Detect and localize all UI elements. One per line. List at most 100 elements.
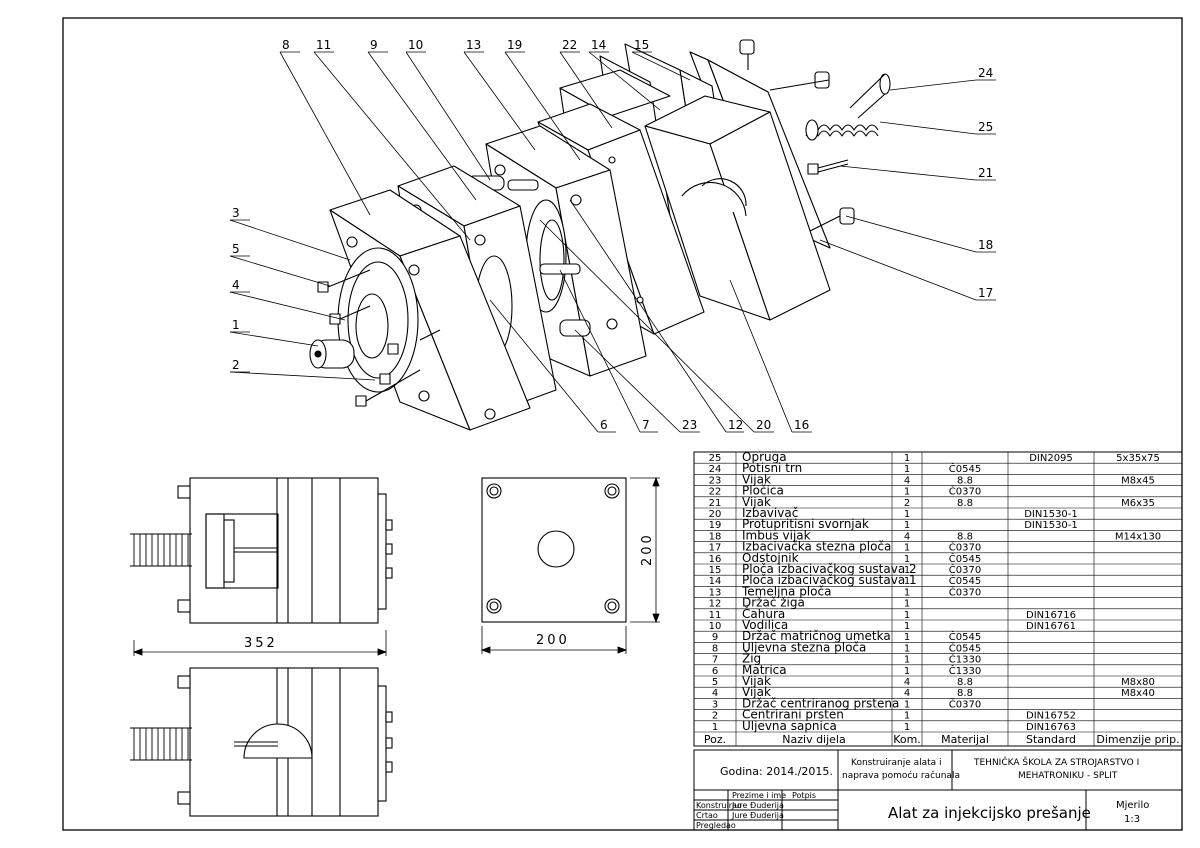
callout-number: 8 <box>282 38 290 52</box>
parts-cell-mat: Č0545 <box>949 462 981 475</box>
parts-cell-kom: 4 <box>904 688 910 699</box>
parts-cell-name: Izbavivač <box>742 506 798 520</box>
parts-cell-dim: M14x130 <box>1115 531 1161 542</box>
callout-leader <box>729 279 793 433</box>
part-16-spacer <box>644 95 831 321</box>
callout-leader <box>229 219 351 261</box>
callout-leader <box>588 51 661 111</box>
parts-cell-poz: 19 <box>709 520 722 531</box>
callout-number: 13 <box>466 38 481 52</box>
parts-cell-mat: Č0545 <box>949 574 981 587</box>
parts-cell-poz: 8 <box>712 643 718 654</box>
parts-cell-std: DIN1530-1 <box>1024 509 1078 520</box>
parts-cell-kom: 4 <box>904 677 910 688</box>
callout-leader <box>367 51 477 201</box>
parts-cell-kom: 1 <box>904 643 910 654</box>
side-view-spring <box>130 533 192 567</box>
parts-cell-name: Uljevna stezna ploča <box>742 640 866 654</box>
callout-leader <box>559 269 641 433</box>
callout-number: 14 <box>591 38 606 52</box>
callout-leader <box>839 165 977 181</box>
parts-cell-poz: 11 <box>709 610 722 621</box>
part-21-screw <box>807 159 849 175</box>
side-view-2-spring <box>130 727 192 761</box>
parts-cell-kom: 1 <box>904 576 910 587</box>
parts-header-standard: Standard <box>1026 733 1076 746</box>
crtao-name: Jure Đuderija <box>731 811 784 820</box>
parts-cell-kom: 1 <box>904 543 910 554</box>
title-block <box>693 749 1183 831</box>
parts-cell-mat: Č0370 <box>949 485 981 498</box>
parts-cell-poz: 6 <box>712 666 718 677</box>
parts-cell-poz: 2 <box>712 711 718 722</box>
callout-leader <box>889 79 977 91</box>
callout-leader <box>539 219 755 433</box>
parts-cell-poz: 10 <box>709 621 722 632</box>
parts-cell-dim: M8x40 <box>1121 688 1155 699</box>
callout-number: 16 <box>794 418 809 432</box>
parts-cell-std: DIN16763 <box>1026 722 1076 733</box>
part-24-push-pin <box>849 73 891 119</box>
parts-cell-std: DIN2095 <box>1029 453 1073 464</box>
parts-cell-kom: 1 <box>904 666 910 677</box>
callout-number: 21 <box>978 166 993 180</box>
callout-leader <box>313 51 471 241</box>
parts-cell-mat: 8.8 <box>957 677 973 688</box>
parts-cell-mat: Č1330 <box>949 664 981 677</box>
parts-cell-mat: Č0545 <box>949 641 981 654</box>
parts-cell-kom: 1 <box>904 599 910 610</box>
exploded-assembly-view <box>309 39 891 431</box>
dimension-352 <box>132 630 388 656</box>
parts-cell-poz: 20 <box>709 509 722 520</box>
side-view-exterior <box>177 667 393 817</box>
parts-cell-kom: 1 <box>904 565 910 576</box>
callout-leader <box>229 371 376 381</box>
crtao-label: Crtao <box>696 811 718 820</box>
parts-cell-poz: 5 <box>712 677 718 688</box>
parts-cell-kom: 1 <box>904 711 910 722</box>
parts-cell-name: Imbus vijak <box>742 528 811 542</box>
parts-cell-dim: M8x80 <box>1121 677 1155 688</box>
parts-cell-poz: 18 <box>709 531 722 542</box>
parts-cell-kom: 4 <box>904 475 910 486</box>
callout-leader <box>489 299 599 433</box>
callout-leader <box>229 331 319 347</box>
dimension-200-horizontal <box>480 626 628 654</box>
parts-cell-poz: 3 <box>712 699 718 710</box>
parts-cell-mat: Č0370 <box>949 697 981 710</box>
parts-cell-mat: Č0370 <box>949 585 981 598</box>
callout-leader <box>229 255 331 287</box>
callout-number: 6 <box>600 418 608 432</box>
callout-number: 25 <box>978 120 993 134</box>
parts-cell-name: Žig <box>742 651 761 666</box>
parts-cell-mat: Č0545 <box>949 630 981 643</box>
dimension-200-vertical <box>630 476 660 624</box>
parts-cell-kom: 1 <box>904 509 910 520</box>
parts-table-border <box>693 451 1183 747</box>
course-line-1: Konstruiranje alata i <box>851 758 942 768</box>
parts-cell-mat: Č0370 <box>949 541 981 554</box>
parts-cell-poz: 7 <box>712 655 718 666</box>
callout-number: 17 <box>978 286 993 300</box>
callout-leader <box>229 291 346 321</box>
callout-number: 1 <box>232 318 240 332</box>
callout-number: 20 <box>756 418 771 432</box>
parts-cell-dim: M6x35 <box>1121 498 1155 509</box>
parts-4-5-screws <box>317 269 441 407</box>
parts-cell-mat: 8.8 <box>957 531 973 542</box>
parts-cell-name: Držač matričnog umetka <box>742 629 891 643</box>
parts-cell-poz: 12 <box>709 599 722 610</box>
godina-label: Godina: 2014./2015. <box>720 765 833 778</box>
callout-leader <box>631 51 691 81</box>
parts-cell-mat: 8.8 <box>957 688 973 699</box>
callout-number: 22 <box>562 38 577 52</box>
side-view-section <box>177 477 393 624</box>
parts-cell-name: Vijak <box>742 674 771 688</box>
parts-cell-name: Vijak <box>742 495 771 509</box>
parts-cell-name: Potisni trn <box>742 461 802 475</box>
parts-cell-name: Ploča izbacivačkog sustava 2 <box>742 562 917 576</box>
parts-cell-mat: 8.8 <box>957 475 973 486</box>
callout-number: 10 <box>408 38 423 52</box>
callout-leader <box>405 51 491 181</box>
dimension-352-label: 352 <box>244 636 278 651</box>
